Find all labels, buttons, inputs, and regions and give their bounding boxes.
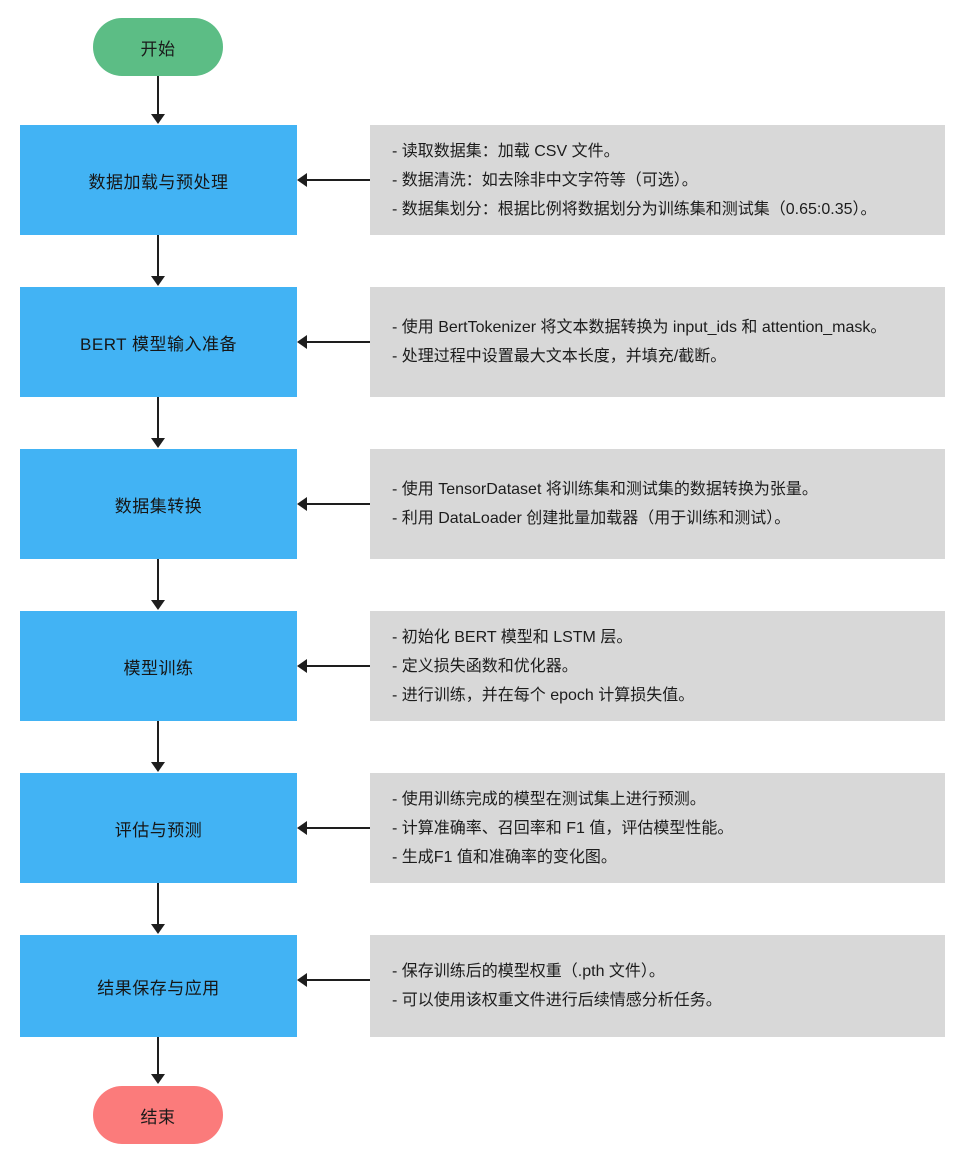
note-panel-6-line-2: - 可以使用该权重文件进行后续情感分析任务。	[392, 992, 722, 1009]
connector-step3-to-step4-arrowhead	[151, 600, 165, 610]
note-panel-5-line-2: - 计算准确率、召回率和 F1 值，评估模型性能。	[392, 819, 734, 837]
process-node-3-label: 数据集转换	[114, 496, 203, 516]
note-panel-2: - 使用 BertTokenizer 将文本数据转换为 input_ids 和 …	[370, 287, 945, 397]
connector-note2-to-step2	[307, 341, 370, 343]
note-panel-5-line-1: - 使用训练完成的模型在测试集上进行预测。	[392, 790, 706, 808]
process-node-5-label: 评估与预测	[114, 820, 203, 840]
process-node-2-label: BERT 模型输入准备	[80, 334, 237, 354]
connector-step6-to-end-arrowhead	[151, 1074, 165, 1084]
note-panel-2-line-2: - 处理过程中设置最大文本长度，并填充/截断。	[392, 348, 727, 365]
connector-note2-to-step2-arrowhead	[297, 335, 307, 349]
connector-note3-to-step3	[307, 503, 370, 505]
end-node-label: 结束	[140, 1107, 176, 1127]
connector-note5-to-step5	[307, 827, 370, 829]
connector-note1-to-step1	[307, 179, 370, 181]
note-panel-5: - 使用训练完成的模型在测试集上进行预测。 - 计算准确率、召回率和 F1 值，…	[370, 773, 945, 883]
note-panel-1-line-1: - 读取数据集：加载 CSV 文件。	[392, 142, 620, 160]
connector-note1-to-step1-arrowhead	[297, 173, 307, 187]
note-panel-6: - 保存训练后的模型权重（.pth 文件）。 - 可以使用该权重文件进行后续情感…	[370, 935, 945, 1037]
connector-step2-to-step3-arrowhead	[151, 438, 165, 448]
connector-step3-to-step4	[157, 559, 159, 601]
connector-start-to-step1-arrowhead	[151, 114, 165, 124]
process-node-3[interactable]: 数据集转换	[20, 449, 297, 559]
process-node-1[interactable]: 数据加载与预处理	[20, 125, 297, 235]
note-panel-6-line-1: - 保存训练后的模型权重（.pth 文件）。	[392, 963, 665, 980]
connector-step6-to-end	[157, 1037, 159, 1075]
connector-note6-to-step6	[307, 979, 370, 981]
connector-step4-to-step5	[157, 721, 159, 763]
end-node[interactable]: 结束	[93, 1086, 223, 1144]
connector-step4-to-step5-arrowhead	[151, 762, 165, 772]
connector-note4-to-step4-arrowhead	[297, 659, 307, 673]
connector-note5-to-step5-arrowhead	[297, 821, 307, 835]
note-panel-1-line-3: - 数据集划分：根据比例将数据划分为训练集和测试集（0.65:0.35）。	[392, 200, 877, 218]
connector-step2-to-step3	[157, 397, 159, 439]
note-panel-4-line-3: - 进行训练，并在每个 epoch 计算损失值。	[392, 686, 695, 704]
connector-start-to-step1	[157, 76, 159, 115]
note-panel-3: - 使用 TensorDataset 将训练集和测试集的数据转换为张量。 - 利…	[370, 449, 945, 559]
process-node-6-label: 结果保存与应用	[97, 978, 220, 998]
note-panel-4: - 初始化 BERT 模型和 LSTM 层。 - 定义损失函数和优化器。 - 进…	[370, 611, 945, 721]
note-panel-3-line-2: - 利用 DataLoader 创建批量加载器（用于训练和测试）。	[392, 510, 791, 527]
process-node-4[interactable]: 模型训练	[20, 611, 297, 721]
note-panel-1-line-2: - 数据清洗：如去除非中文字符等（可选）。	[392, 171, 698, 189]
process-node-4-label: 模型训练	[123, 658, 194, 678]
process-node-2[interactable]: BERT 模型输入准备	[20, 287, 297, 397]
process-node-5[interactable]: 评估与预测	[20, 773, 297, 883]
note-panel-2-line-1: - 使用 BertTokenizer 将文本数据转换为 input_ids 和 …	[392, 319, 887, 336]
connector-step5-to-step6-arrowhead	[151, 924, 165, 934]
note-panel-4-line-2: - 定义损失函数和优化器。	[392, 657, 578, 675]
process-node-1-label: 数据加载与预处理	[88, 172, 229, 192]
start-node[interactable]: 开始	[93, 18, 223, 76]
process-node-6[interactable]: 结果保存与应用	[20, 935, 297, 1037]
note-panel-5-line-3: - 生成F1 值和准确率的变化图。	[392, 848, 617, 866]
note-panel-3-line-1: - 使用 TensorDataset 将训练集和测试集的数据转换为张量。	[392, 481, 818, 498]
connector-step1-to-step2	[157, 235, 159, 277]
start-node-label: 开始	[140, 39, 176, 59]
connector-step1-to-step2-arrowhead	[151, 276, 165, 286]
connector-note4-to-step4	[307, 665, 370, 667]
note-panel-4-line-1: - 初始化 BERT 模型和 LSTM 层。	[392, 628, 633, 646]
connector-note3-to-step3-arrowhead	[297, 497, 307, 511]
note-panel-1: - 读取数据集：加载 CSV 文件。 - 数据清洗：如去除非中文字符等（可选）。…	[370, 125, 945, 235]
connector-step5-to-step6	[157, 883, 159, 925]
connector-note6-to-step6-arrowhead	[297, 973, 307, 987]
